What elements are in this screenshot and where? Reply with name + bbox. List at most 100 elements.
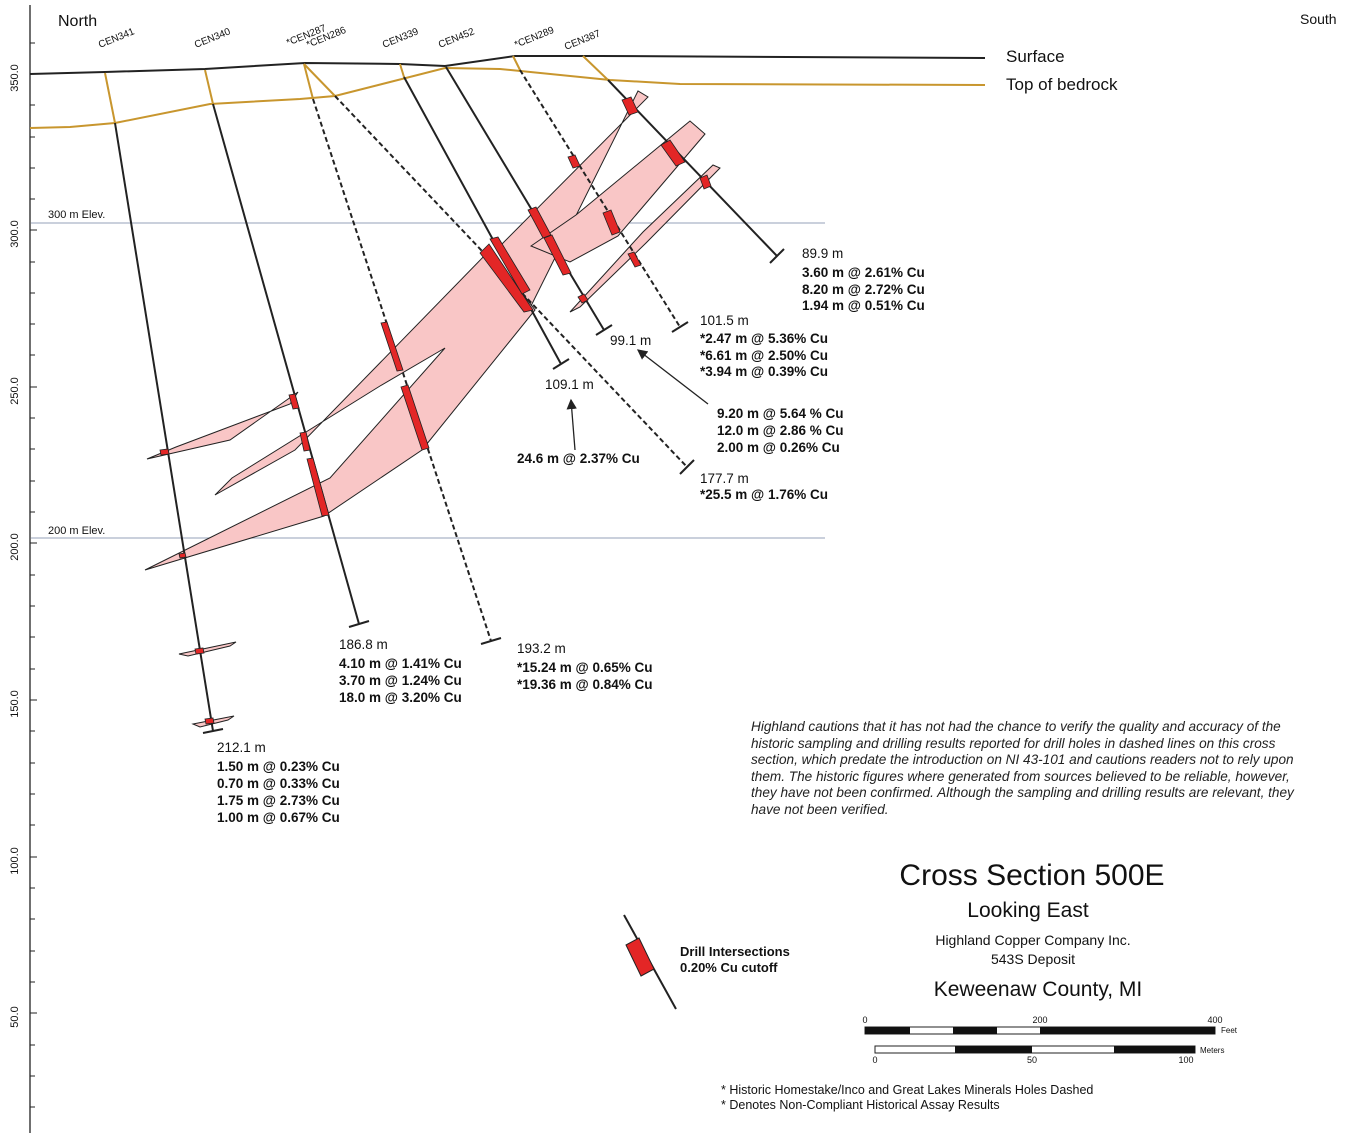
depth-CEN286: 177.7 m bbox=[700, 471, 749, 486]
surface-line bbox=[29, 55, 986, 75]
elevation-label-200: 200 m Elev. bbox=[48, 525, 105, 537]
scale-meters-tick-0: 0 bbox=[872, 1055, 877, 1065]
depth-CEN452: 99.1 m bbox=[610, 333, 651, 348]
ore-zone-main-body bbox=[144, 249, 536, 571]
result-CEN286-1: *25.5 m @ 1.76% Cu bbox=[700, 487, 828, 502]
legend-line2: 0.20% Cu cutoff bbox=[680, 960, 778, 975]
scale-feet-tick-400: 400 bbox=[1207, 1015, 1222, 1025]
scale-bar-feet: 0 200 400 Feet bbox=[862, 1015, 1237, 1035]
depth-CEN287: 193.2 m bbox=[517, 641, 566, 656]
result-CEN289-3: *3.94 m @ 0.39% Cu bbox=[700, 364, 828, 379]
result-CEN341-4: 1.00 m @ 0.67% Cu bbox=[217, 810, 340, 825]
drill-hole-CEN287 bbox=[312, 98, 492, 642]
axis-tick-50: 50.0 bbox=[9, 1006, 21, 1027]
scale-meters-label: Meters bbox=[1200, 1046, 1224, 1055]
legend-intersection-swatch bbox=[625, 937, 655, 977]
south-label: South bbox=[1300, 11, 1337, 27]
result-CEN452-2: 12.0 m @ 2.86 % Cu bbox=[717, 423, 843, 438]
ore-zone-lens-165 bbox=[178, 641, 237, 657]
depth-CEN289: 101.5 m bbox=[700, 313, 749, 328]
result-CEN340-3: 18.0 m @ 3.20% Cu bbox=[339, 690, 462, 705]
hole-id-CEN340: CEN340 bbox=[193, 26, 233, 51]
legend: Drill Intersections 0.20% Cu cutoff bbox=[623, 914, 790, 1010]
legend-line1: Drill Intersections bbox=[680, 944, 790, 959]
scale-meters-tick-100: 100 bbox=[1178, 1055, 1193, 1065]
drill-hole-CEN452 bbox=[445, 66, 605, 331]
axis-tick-300: 300.0 bbox=[9, 220, 21, 248]
depth-CEN387: 89.9 m bbox=[802, 246, 843, 261]
hole-end-caps bbox=[202, 248, 785, 734]
annotation-CEN339: 109.1 m 24.6 m @ 2.37% Cu bbox=[517, 377, 640, 466]
annotation-CEN286: 177.7 m *25.5 m @ 1.76% Cu bbox=[700, 471, 828, 502]
bedrock-line bbox=[29, 66, 986, 129]
result-CEN340-2: 3.70 m @ 1.24% Cu bbox=[339, 673, 462, 688]
axis-tick-350: 350.0 bbox=[9, 64, 21, 92]
annotation-CEN341: 212.1 m 1.50 m @ 0.23% Cu 0.70 m @ 0.33%… bbox=[217, 740, 340, 825]
depth-CEN341: 212.1 m bbox=[217, 740, 266, 755]
drill-hole-CEN340 bbox=[212, 103, 360, 625]
axis-tick-150: 150.0 bbox=[9, 690, 21, 718]
result-CEN287-2: *19.36 m @ 0.84% Cu bbox=[517, 677, 652, 692]
footnote-2: * Denotes Non-Compliant Historical Assay… bbox=[721, 1098, 1000, 1112]
result-CEN339-1: 24.6 m @ 2.37% Cu bbox=[517, 451, 640, 466]
scale-meters-tick-50: 50 bbox=[1027, 1055, 1037, 1065]
drill-hole-CEN286 bbox=[334, 95, 688, 468]
arrow-CEN339 bbox=[566, 398, 577, 451]
scale-bar-meters: 0 50 100 Meters bbox=[872, 1045, 1224, 1065]
bedrock-label: Top of bedrock bbox=[1006, 75, 1118, 94]
hole-id-CEN341: CEN341 bbox=[97, 26, 137, 51]
result-CEN341-1: 1.50 m @ 0.23% Cu bbox=[217, 759, 340, 774]
hole-id-labels: CEN341 CEN340 *CEN287 *CEN286 CEN339 CEN… bbox=[97, 23, 603, 53]
axis-tick-200: 200.0 bbox=[9, 533, 21, 561]
annotation-CEN289: 101.5 m *2.47 m @ 5.36% Cu *6.61 m @ 2.5… bbox=[700, 313, 828, 379]
hole-id-CEN387: CEN387 bbox=[563, 28, 603, 53]
elevation-label-300: 300 m Elev. bbox=[48, 209, 105, 221]
annotation-CEN340: 186.8 m 4.10 m @ 1.41% Cu 3.70 m @ 1.24%… bbox=[339, 637, 462, 705]
depth-CEN340: 186.8 m bbox=[339, 637, 388, 652]
company: Highland Copper Company Inc. bbox=[935, 932, 1130, 948]
north-label: North bbox=[58, 13, 97, 30]
subtitle: Looking East bbox=[967, 899, 1089, 922]
location: Keweenaw County, MI bbox=[934, 978, 1143, 1001]
annotation-CEN387: 89.9 m 3.60 m @ 2.61% Cu 8.20 m @ 2.72% … bbox=[802, 246, 925, 313]
result-CEN289-2: *6.61 m @ 2.50% Cu bbox=[700, 348, 828, 363]
result-CEN387-1: 3.60 m @ 2.61% Cu bbox=[802, 265, 925, 280]
drill-hole-CEN341 bbox=[114, 122, 214, 732]
annotation-CEN287: 193.2 m *15.24 m @ 0.65% Cu *19.36 m @ 0… bbox=[517, 641, 652, 692]
scale-feet-tick-0: 0 bbox=[862, 1015, 867, 1025]
title-block: Cross Section 500E Looking East Highland… bbox=[899, 859, 1164, 1001]
arrow-CEN452 bbox=[636, 349, 709, 405]
result-CEN341-3: 1.75 m @ 2.73% Cu bbox=[217, 793, 340, 808]
disclaimer-text: Highland cautions that it has not had th… bbox=[751, 719, 1294, 817]
scale-feet-label: Feet bbox=[1221, 1026, 1238, 1035]
result-CEN287-1: *15.24 m @ 0.65% Cu bbox=[517, 660, 652, 675]
ore-zones bbox=[144, 90, 721, 728]
result-CEN452-3: 2.00 m @ 0.26% Cu bbox=[717, 440, 840, 455]
drill-hole-CEN339 bbox=[403, 76, 562, 365]
axis-tick-labels: 350.0 300.0 250.0 200.0 150.0 100.0 50.0 bbox=[9, 64, 21, 1027]
result-CEN387-3: 1.94 m @ 0.51% Cu bbox=[802, 298, 925, 313]
drill-holes bbox=[114, 66, 778, 732]
hole-id-CEN452: CEN452 bbox=[437, 26, 477, 51]
footnote-1: * Historic Homestake/Inco and Great Lake… bbox=[721, 1083, 1093, 1097]
axis-tick-100: 100.0 bbox=[9, 847, 21, 875]
result-CEN452-1: 9.20 m @ 5.64 % Cu bbox=[717, 406, 843, 421]
ore-zone-middle-lens bbox=[529, 120, 706, 263]
surface-label: Surface bbox=[1006, 47, 1065, 66]
result-CEN341-2: 0.70 m @ 0.33% Cu bbox=[217, 776, 340, 791]
hole-id-CEN339: CEN339 bbox=[381, 26, 421, 51]
depth-CEN339: 109.1 m bbox=[545, 377, 594, 392]
hole-id-CEN289: *CEN289 bbox=[513, 25, 556, 51]
annotation-CEN452: 99.1 m 9.20 m @ 5.64 % Cu 12.0 m @ 2.86 … bbox=[610, 333, 843, 455]
axis-minor-ticks bbox=[30, 42, 37, 1108]
drill-hole-CEN289 bbox=[519, 69, 681, 328]
hole-annotations: 212.1 m 1.50 m @ 0.23% Cu 0.70 m @ 0.33%… bbox=[217, 246, 925, 825]
drill-intersections bbox=[159, 96, 712, 725]
overburden-segments bbox=[104, 55, 609, 124]
result-CEN340-1: 4.10 m @ 1.41% Cu bbox=[339, 656, 462, 671]
deposit: 543S Deposit bbox=[991, 951, 1075, 967]
ore-zone-north-splay bbox=[146, 391, 299, 460]
result-CEN289-1: *2.47 m @ 5.36% Cu bbox=[700, 331, 828, 346]
title: Cross Section 500E bbox=[899, 859, 1164, 892]
